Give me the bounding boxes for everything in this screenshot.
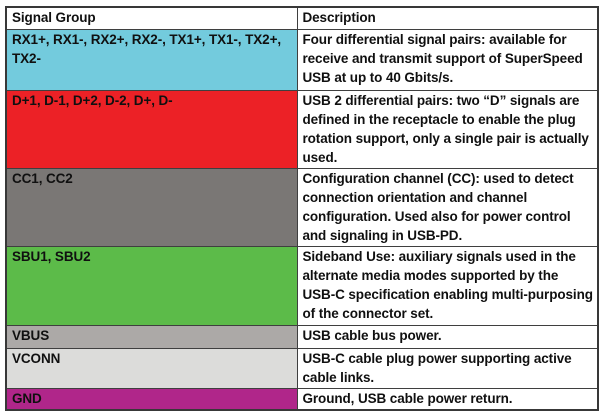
description-cell: Ground, USB cable power return. <box>296 388 599 411</box>
signal-group-cell: RX1+, RX1-, RX2+, RX2-, TX1+, TX1-, TX2+… <box>5 29 298 91</box>
description-header: Description <box>296 6 599 30</box>
signal-group-cell: CC1, CC2 <box>5 168 298 247</box>
description-cell: Four differential signal pairs: availabl… <box>296 29 599 91</box>
signal-group-table-container: Signal Group Description RX1+, RX1-, RX2… <box>5 6 599 411</box>
signal-group-cell: GND <box>5 388 298 411</box>
description-cell: USB cable bus power. <box>296 325 599 349</box>
description-cell: USB-C cable plug power supporting active… <box>296 348 599 389</box>
signal-group-cell: SBU1, SBU2 <box>5 246 298 326</box>
table-header-row: Signal Group Description <box>5 6 599 30</box>
signal-group-cell: D+1, D-1, D+2, D-2, D+, D- <box>5 90 298 169</box>
signal-group-header: Signal Group <box>5 6 298 30</box>
signal-group-cell: VCONN <box>5 348 298 389</box>
table-row: D+1, D-1, D+2, D-2, D+, D- USB 2 differe… <box>5 90 599 169</box>
signal-group-cell: VBUS <box>5 325 298 349</box>
table-row: VCONN USB-C cable plug power supporting … <box>5 348 599 389</box>
description-cell: Configuration channel (CC): used to dete… <box>296 168 599 247</box>
table-row: GND Ground, USB cable power return. <box>5 388 599 411</box>
table-row: RX1+, RX1-, RX2+, RX2-, TX1+, TX1-, TX2+… <box>5 29 599 91</box>
description-cell: Sideband Use: auxiliary signals used in … <box>296 246 599 326</box>
table-row: VBUS USB cable bus power. <box>5 325 599 349</box>
description-cell: USB 2 differential pairs: two “D” signal… <box>296 90 599 169</box>
table-row: SBU1, SBU2 Sideband Use: auxiliary signa… <box>5 246 599 326</box>
signal-group-table: Signal Group Description RX1+, RX1-, RX2… <box>5 6 599 411</box>
table-row: CC1, CC2 Configuration channel (CC): use… <box>5 168 599 247</box>
